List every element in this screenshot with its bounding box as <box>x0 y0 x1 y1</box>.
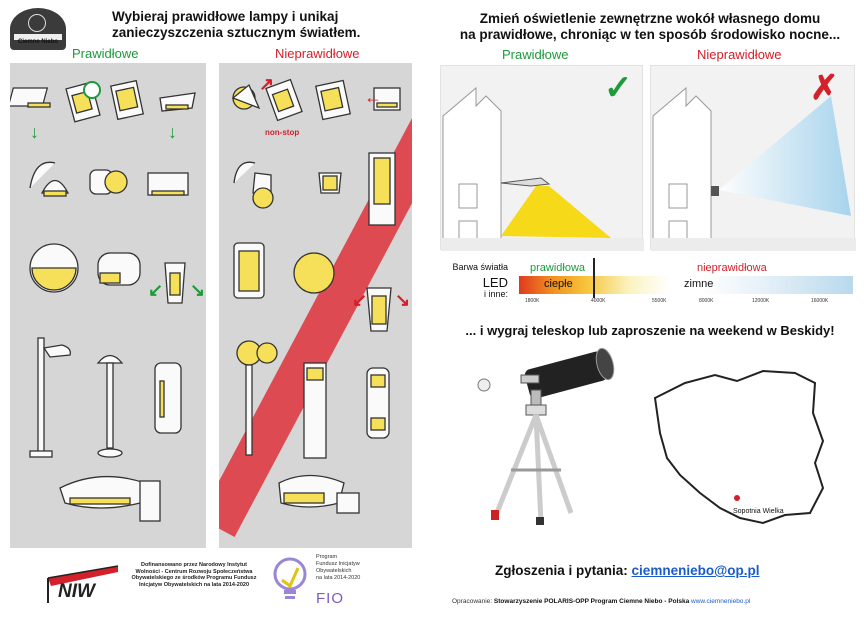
fio-line4: na lata 2014-2020 <box>316 575 361 581</box>
credits-org: Stowarzyszenie POLARIS-OPP Program Ciemn… <box>493 598 690 605</box>
tilted-floodlight-icon <box>265 78 303 122</box>
ciemne-niebo-logo <box>10 8 66 50</box>
credits-line: Opracowanie: Stowarzyszenie POLARIS-OPP … <box>452 598 750 605</box>
fio-line3: Obywatelskich <box>316 568 352 574</box>
fio-program-text: Program Fundusz Inicjatyw Obywatelskich … <box>316 554 386 582</box>
bad-scene-heading: Nieprawidłowe <box>697 47 782 62</box>
wall-cylinder-lamp-icon <box>366 367 390 439</box>
fio-line2: Fundusz Inicjatyw <box>316 561 360 567</box>
title-left-line1: Wybieraj prawidłowe lampy i unikaj <box>112 9 339 24</box>
niw-logo <box>47 565 119 603</box>
fio-bulb-icon <box>273 557 307 599</box>
floodlight-lamp-icon <box>65 81 101 123</box>
floodlight-lamp-icon <box>7 87 51 108</box>
nonstop-label: non-stop <box>265 128 300 137</box>
correct-temp-label: prawidłowa <box>530 262 586 274</box>
telescope-illustration <box>477 347 615 525</box>
correct-lamps-illustration <box>7 79 196 522</box>
light-color-label: Barwa światła <box>452 262 508 272</box>
led-label: LED <box>482 275 508 290</box>
arrow-right-icon: ↘ <box>395 290 411 310</box>
globe-wall-lamp-icon <box>293 252 335 294</box>
location-marker-icon <box>734 495 740 501</box>
credits-prefix: Opracowanie: <box>452 598 493 605</box>
temp-tick: 1800K <box>525 298 540 304</box>
title-left: Wybieraj prawidłowe lampy i unikaj zanie… <box>112 9 412 41</box>
fio-logo-text: FIO <box>316 590 344 607</box>
arrow-up-right-icon: ↗ <box>259 74 275 94</box>
decorative-wall-lamp-icon <box>233 242 265 299</box>
upward-floodlight-icon <box>231 83 261 110</box>
color-temperature-bar <box>519 276 853 294</box>
street-lamp-icon <box>59 475 161 522</box>
good-lighting-scene <box>440 65 644 252</box>
cross-mark-icon: ✗ <box>810 69 839 107</box>
good-scene-heading: Prawidłowe <box>502 47 569 62</box>
bulkhead-lamp-icon <box>29 243 79 293</box>
funding-note: Dofinansowano przez Narodowy Instytut Wo… <box>131 562 257 588</box>
post-lamp-icon <box>29 337 71 458</box>
arrow-right-icon: ↘ <box>190 280 206 300</box>
fio-line1: Program <box>316 554 338 560</box>
rooftops-graphic <box>14 34 62 40</box>
others-label: i inne: <box>483 289 508 299</box>
temp-tick: 5500K <box>652 298 667 304</box>
temp-tick: 12000K <box>752 298 770 304</box>
bad-lighting-scene <box>650 65 856 252</box>
lantern-lamp-icon <box>366 287 392 332</box>
incorrect-lamps-heading: Nieprawidłowe <box>275 46 360 61</box>
contact-email-link[interactable]: ciemneniebo@op.pl <box>631 563 760 578</box>
wall-light-bar-icon <box>154 362 182 434</box>
wall-cylinder-lamp-icon <box>97 252 141 286</box>
title-right-line1: Zmień oświetlenie zewnętrzne wokół własn… <box>479 11 821 26</box>
incorrect-lamps-panel: ↗ ← non-stop ↙ ↘ <box>219 63 412 548</box>
correct-lamps-heading: Prawidłowe <box>72 46 139 61</box>
moon-icon <box>28 14 46 32</box>
floodlight-lamp-icon <box>109 79 145 121</box>
bollard-lamp-icon <box>96 354 124 458</box>
sideways-floodlight-icon <box>373 87 401 111</box>
temp-tick: 16000K <box>811 298 829 304</box>
arrow-down-icon: ↓ <box>30 122 39 142</box>
title-right-line2: na prawidłowe, chroniąc w ten sposób śro… <box>459 27 841 42</box>
lantern-lamp-icon <box>318 172 342 194</box>
arrow-down-icon: ↓ <box>168 122 177 142</box>
cold-label: zimne <box>684 278 714 290</box>
street-lamp-icon <box>278 474 360 514</box>
globe-post-lamp-icon <box>236 340 278 456</box>
temp-tick: 4000K <box>591 298 606 304</box>
floodlight-lamp-icon <box>315 79 351 121</box>
lantern-lamp-icon <box>164 262 186 304</box>
map-location-label: Sopotnia Wielka <box>733 508 784 515</box>
check-mark-icon: ✓ <box>604 69 633 107</box>
logo-text: Ciemne Niebo <box>17 39 58 45</box>
contact-line: Zgłoszenia i pytania: ciemneniebo@op.pl <box>495 563 759 578</box>
bollard-lamp-icon <box>303 362 327 459</box>
credits-url-link[interactable]: www.ciemneniebo.pl <box>691 598 751 605</box>
house-with-upward-light <box>651 86 856 252</box>
contest-headline: ... i wygraj teleskop lub zaproszenie na… <box>465 323 835 338</box>
wall-lamp-icon <box>89 169 128 195</box>
temp-divider <box>593 258 595 298</box>
incorrect-temp-label: nieprawidłowa <box>697 262 767 274</box>
arrow-left-icon: ↙ <box>352 290 368 310</box>
arrow-left-icon: ← <box>364 87 382 107</box>
correct-lamps-panel: ↓ ↓ ↙ ↘ <box>7 63 206 548</box>
warm-label: ciepłe <box>544 278 573 290</box>
title-right: Zmień oświetlenie zewnętrzne wokół własn… <box>440 11 860 43</box>
wall-lamp-icon <box>233 161 274 209</box>
temp-tick: 8000K <box>699 298 714 304</box>
poland-map <box>653 369 825 525</box>
floodlight-lamp-icon <box>159 92 196 112</box>
wall-lamp-icon <box>29 161 70 197</box>
wall-lamp-icon <box>147 172 189 196</box>
title-left-line2: zanieczyszczenia sztucznym światłem. <box>112 25 361 40</box>
niw-logo-text: NIW <box>58 581 95 602</box>
incorrect-lamps-illustration <box>231 78 401 514</box>
house-with-downward-light <box>441 86 644 252</box>
contact-label: Zgłoszenia i pytania: <box>495 563 628 578</box>
tall-wall-light-icon <box>368 152 396 226</box>
arrow-left-icon: ↙ <box>148 280 164 300</box>
